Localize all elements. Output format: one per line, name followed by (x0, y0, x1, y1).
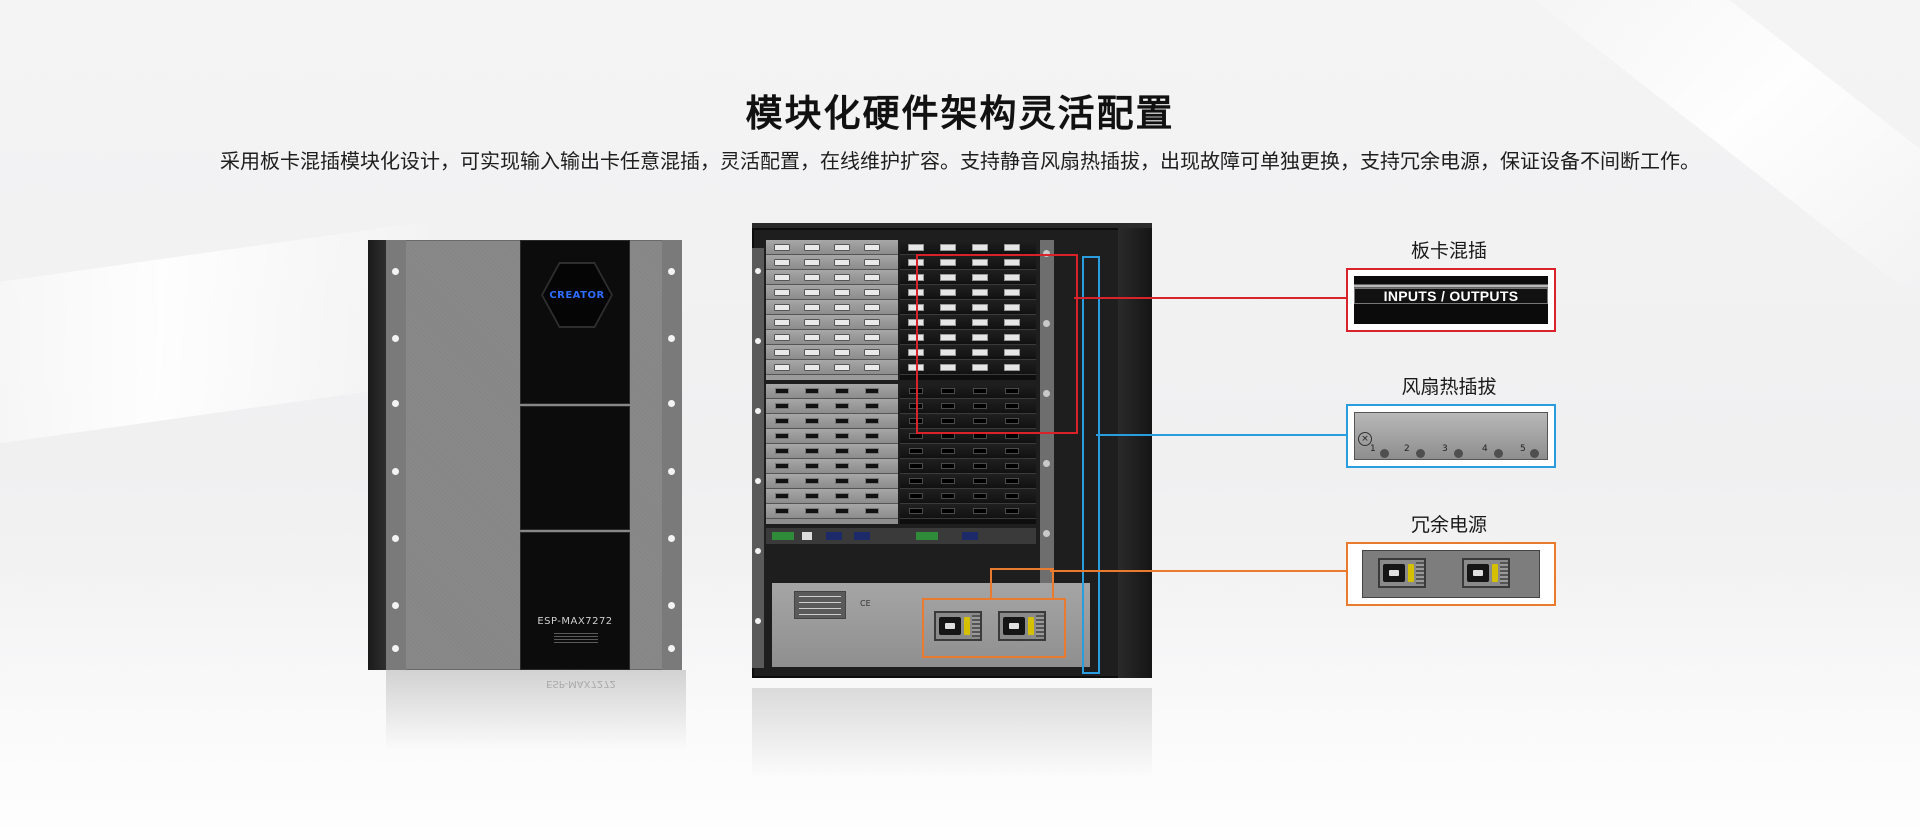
fan-column (1040, 240, 1054, 660)
page-description: 采用板卡混插模块化设计，可实现输入输出卡任意混插，灵活配置，在线维护扩容。支持静… (220, 149, 1700, 173)
inputs-outputs-label: INPUTS / OUTPUTS (1383, 288, 1519, 304)
front-unit-face: CREATOR ESP-MAX7272 (386, 240, 682, 670)
fan-screw-icon (1530, 449, 1539, 458)
rear-left-rack-ear (752, 248, 764, 668)
power-leader-line (1050, 570, 1347, 572)
front-panel-top: CREATOR (520, 240, 630, 404)
front-unit-side (368, 240, 386, 670)
fan-screw-icon (1380, 449, 1389, 458)
upper-left-card-zone (766, 240, 898, 380)
model-number-reflection: ESP-MAX7272 (546, 678, 616, 689)
power-supply-closeup-1 (1378, 558, 1426, 588)
front-unit-reflection: ESP-MAX7272 (386, 670, 686, 750)
power-supply-closeup-2 (1462, 558, 1510, 588)
front-right-rack-ear (662, 240, 682, 670)
front-panel-small-print (554, 631, 598, 645)
fan-callout-box: × 1 2 3 4 5 (1346, 404, 1556, 468)
power-supply-1 (934, 611, 982, 641)
ce-mark: CE (860, 599, 871, 608)
logo-text: CREATOR (549, 289, 605, 301)
rear-unit-reflection (752, 688, 1152, 778)
front-panel-bottom: ESP-MAX7272 (520, 532, 630, 670)
upper-right-card-zone (900, 240, 1036, 380)
card-mix-callout-box: INPUTS / OUTPUTS (1346, 268, 1556, 332)
fan-number-4: 4 (1482, 444, 1488, 454)
page-title: 模块化硬件架构灵活配置 (745, 91, 1175, 135)
rear-unit-side (1118, 228, 1152, 678)
creator-logo: CREATOR (541, 262, 613, 328)
rear-label-plate (794, 591, 846, 619)
card-mix-leader-line (1074, 297, 1347, 299)
rear-bottom-panel: CE (772, 583, 1090, 667)
redundant-power-label: 冗余电源 (1410, 514, 1487, 536)
fan-screw-icon (1494, 449, 1503, 458)
io-card-label-strip: INPUTS / OUTPUTS (1354, 288, 1548, 304)
rear-unit-image: CE (752, 223, 1152, 688)
fan-screw-icon (1416, 449, 1425, 458)
fan-tray-closeup: × 1 2 3 4 5 (1354, 412, 1548, 460)
lower-left-card-zone (766, 384, 898, 524)
fan-release-icon: × (1358, 432, 1372, 446)
fan-number-5: 5 (1520, 444, 1526, 454)
model-number: ESP-MAX7272 (537, 616, 613, 627)
front-unit-image: CREATOR ESP-MAX7272 (368, 240, 688, 670)
lower-right-card-zone (900, 384, 1036, 524)
card-mix-label: 板卡混插 (1410, 240, 1487, 262)
front-left-rack-ear (386, 240, 406, 670)
power-supply-closeup (1362, 550, 1540, 598)
control-strip (766, 528, 1036, 544)
fan-number-1: 1 (1370, 444, 1376, 454)
fan-hot-swap-label: 风扇热插拔 (1401, 376, 1497, 398)
fan-screw-icon (1454, 449, 1463, 458)
power-callout-box (1346, 542, 1556, 606)
fan-number-2: 2 (1404, 444, 1410, 454)
power-supply-2 (998, 611, 1046, 641)
fan-number-3: 3 (1442, 444, 1448, 454)
front-panel-middle (520, 406, 630, 530)
fan-leader-line (1096, 434, 1347, 436)
